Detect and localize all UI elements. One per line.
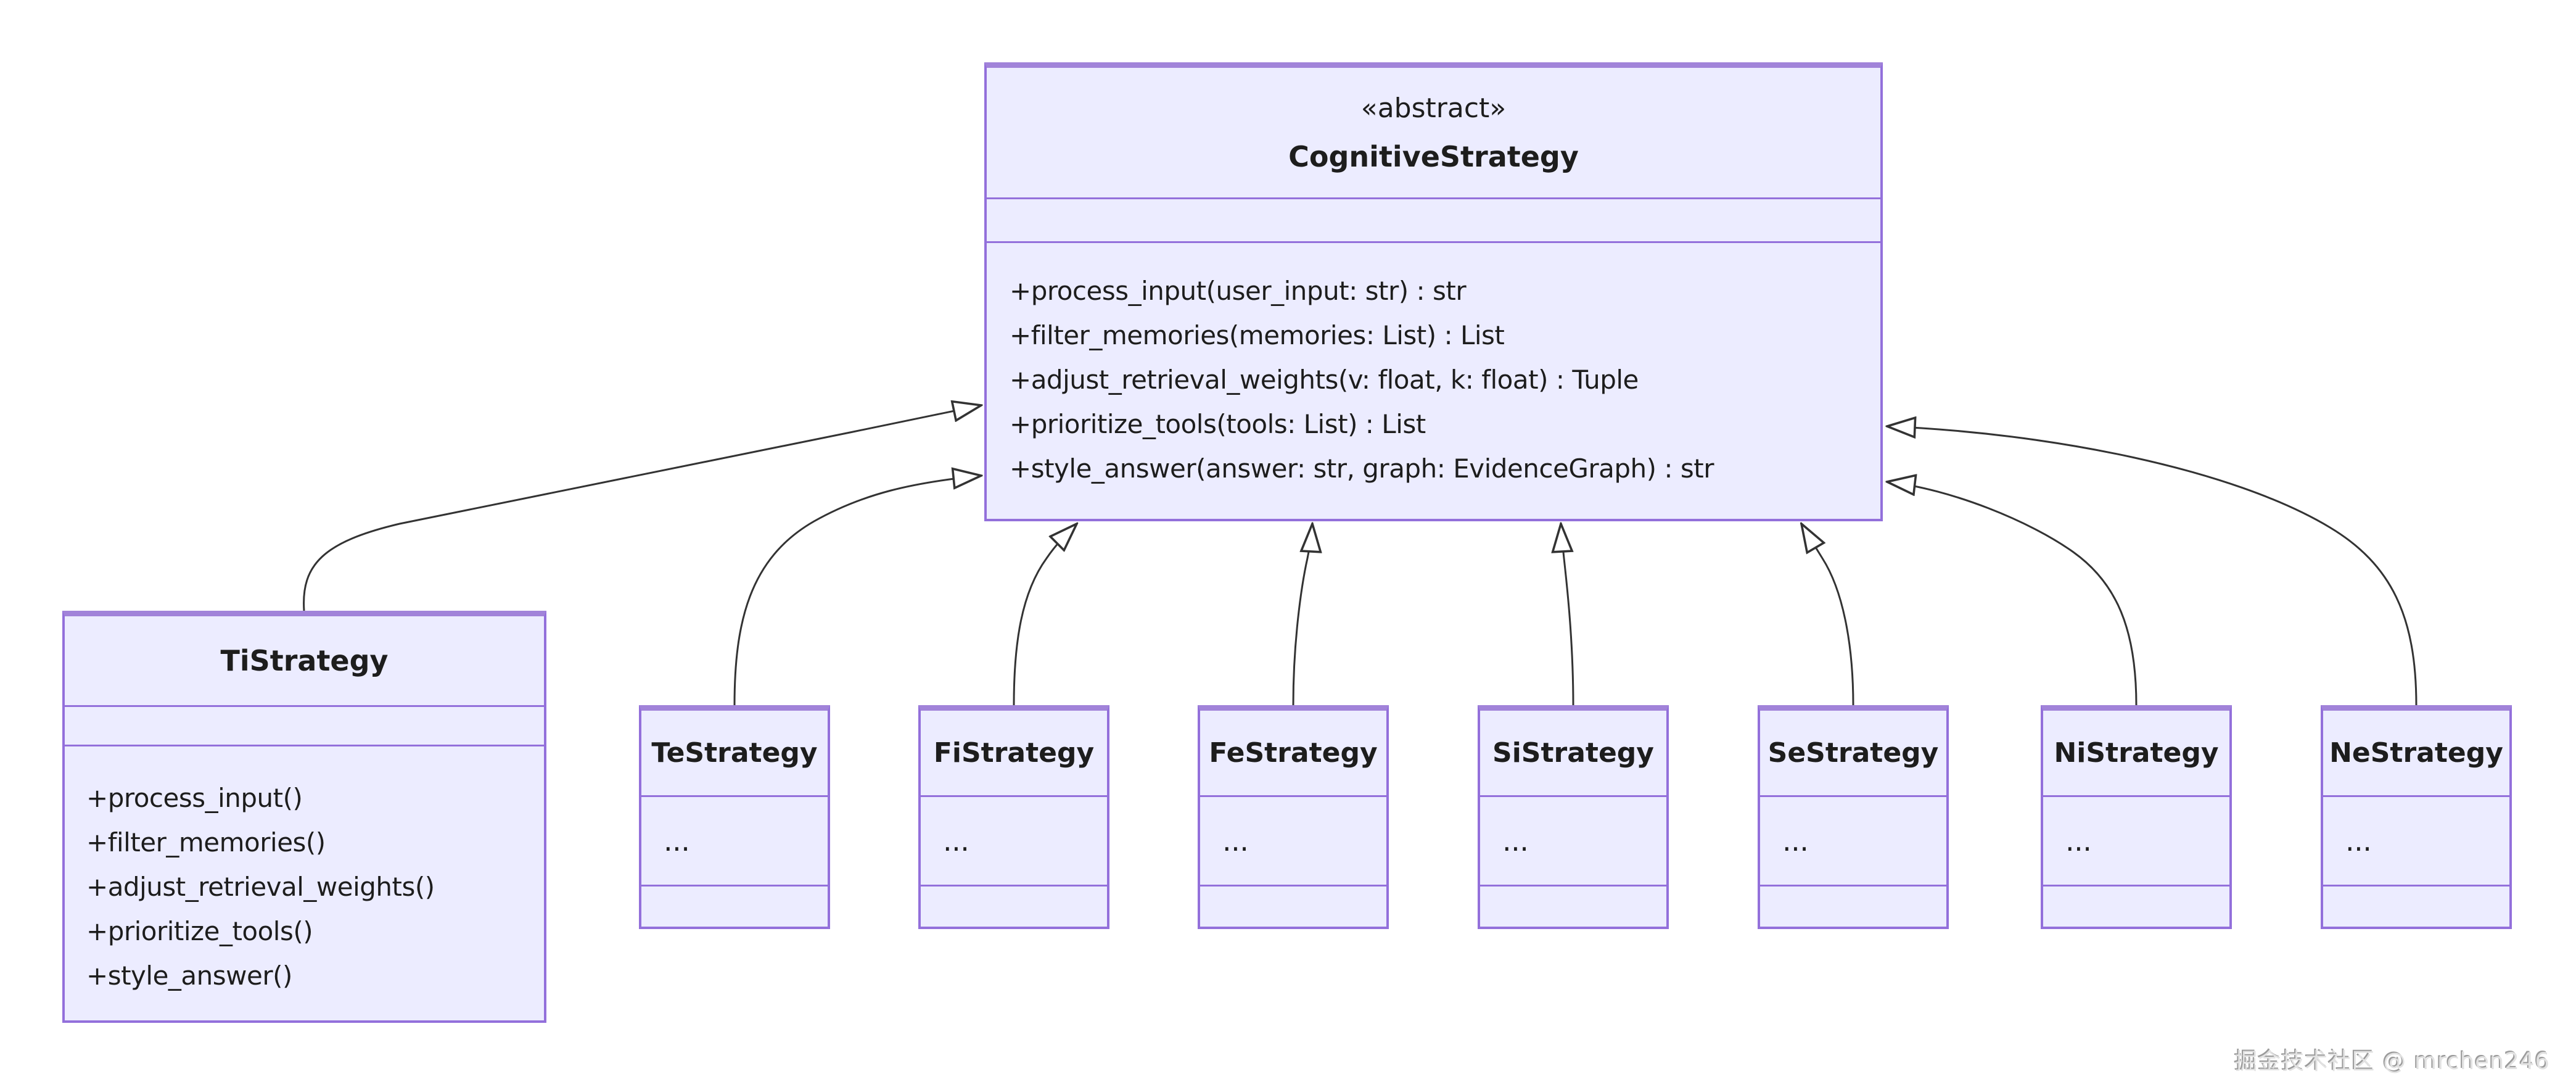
method-item: +filter_memories(memories: List) : List xyxy=(1010,320,1505,350)
class-methods-compartment xyxy=(2043,885,2229,927)
class-title-compartment: NeStrategy xyxy=(2323,711,2509,795)
class-title-compartment: TiStrategy xyxy=(65,616,544,705)
class-name: FeStrategy xyxy=(1209,737,1378,769)
class-methods-compartment: +process_input(user_input: str) : str +f… xyxy=(987,241,1880,519)
method-item: +adjust_retrieval_weights(v: float, k: f… xyxy=(1010,365,1639,395)
ellipsis-member: ... xyxy=(1782,824,1809,858)
method-item: +process_input(user_input: str) : str xyxy=(1010,276,1467,306)
class-box-nistrategy: NiStrategy ... xyxy=(2041,705,2232,929)
method-item: +style_answer() xyxy=(86,961,292,991)
method-item: +process_input() xyxy=(86,783,303,813)
class-attributes-compartment: ... xyxy=(1200,795,1386,885)
class-methods-compartment xyxy=(641,885,828,927)
class-box-tistrategy: TiStrategy +process_input() +filter_memo… xyxy=(62,611,546,1023)
class-stereotype: «abstract» xyxy=(1360,92,1507,124)
class-name: FiStrategy xyxy=(933,737,1095,769)
class-methods-compartment: +process_input() +filter_memories() +adj… xyxy=(65,745,544,1020)
class-title-compartment: FiStrategy xyxy=(921,711,1107,795)
method-item: +prioritize_tools(tools: List) : List xyxy=(1010,409,1426,439)
class-box-fistrategy: FiStrategy ... xyxy=(918,705,1109,929)
inheritance-edge-nestrategy xyxy=(1887,426,2418,706)
ellipsis-member: ... xyxy=(1222,824,1249,858)
class-title-compartment: «abstract» CognitiveStrategy xyxy=(987,68,1880,197)
ellipsis-member: ... xyxy=(1502,824,1529,858)
method-item: +filter_memories() xyxy=(86,827,326,858)
method-item: +adjust_retrieval_weights() xyxy=(86,872,435,902)
ellipsis-member: ... xyxy=(943,824,969,858)
class-attributes-compartment: ... xyxy=(641,795,828,885)
class-title-compartment: NiStrategy xyxy=(2043,711,2229,795)
class-box-sestrategy: SeStrategy ... xyxy=(1758,705,1949,929)
inheritance-edge-nistrategy xyxy=(1887,482,2138,706)
class-methods-compartment xyxy=(1480,885,1666,927)
class-box-festrategy: FeStrategy ... xyxy=(1198,705,1389,929)
class-name: SiStrategy xyxy=(1492,737,1654,769)
class-title-compartment: SeStrategy xyxy=(1760,711,1946,795)
inheritance-edge-fistrategy xyxy=(1013,524,1077,706)
class-box-cognitivestrategy: «abstract» CognitiveStrategy +process_in… xyxy=(984,62,1883,521)
inheritance-edge-sestrategy xyxy=(1801,524,1854,706)
class-box-nestrategy: NeStrategy ... xyxy=(2321,705,2512,929)
watermark-text: 掘金技术社区 @ mrchen246 xyxy=(2234,1048,2550,1075)
class-attributes-compartment: ... xyxy=(921,795,1107,885)
class-methods-compartment xyxy=(921,885,1107,927)
class-title-compartment: FeStrategy xyxy=(1200,711,1386,795)
class-methods-compartment xyxy=(1760,885,1946,927)
ellipsis-member: ... xyxy=(2345,824,2372,858)
class-name: NeStrategy xyxy=(2329,737,2503,769)
class-attributes-compartment: ... xyxy=(1480,795,1666,885)
class-attributes-compartment: ... xyxy=(2043,795,2229,885)
class-name: SeStrategy xyxy=(1767,737,1939,769)
class-methods-compartment xyxy=(1200,885,1386,927)
class-attributes-compartment: ... xyxy=(2323,795,2509,885)
class-attributes-compartment: ... xyxy=(1760,795,1946,885)
class-name: TiStrategy xyxy=(220,644,389,677)
class-name: TeStrategy xyxy=(651,737,818,769)
class-attributes-compartment xyxy=(987,197,1880,241)
class-name: CognitiveStrategy xyxy=(1288,139,1579,173)
class-box-testrategy: TeStrategy ... xyxy=(639,705,830,929)
ellipsis-member: ... xyxy=(664,824,690,858)
inheritance-edge-festrategy xyxy=(1292,524,1312,706)
class-title-compartment: SiStrategy xyxy=(1480,711,1666,795)
class-methods-compartment xyxy=(2323,885,2509,927)
inheritance-edge-sistrategy xyxy=(1561,524,1574,706)
inheritance-edge-testrategy xyxy=(733,476,981,706)
class-name: NiStrategy xyxy=(2054,737,2219,769)
class-box-sistrategy: SiStrategy ... xyxy=(1478,705,1669,929)
inheritance-edge-tistrategy xyxy=(303,405,981,611)
class-title-compartment: TeStrategy xyxy=(641,711,828,795)
class-attributes-compartment xyxy=(65,705,544,745)
method-item: +prioritize_tools() xyxy=(86,916,313,946)
method-item: +style_answer(answer: str, graph: Eviden… xyxy=(1010,453,1714,484)
ellipsis-member: ... xyxy=(2065,824,2092,858)
